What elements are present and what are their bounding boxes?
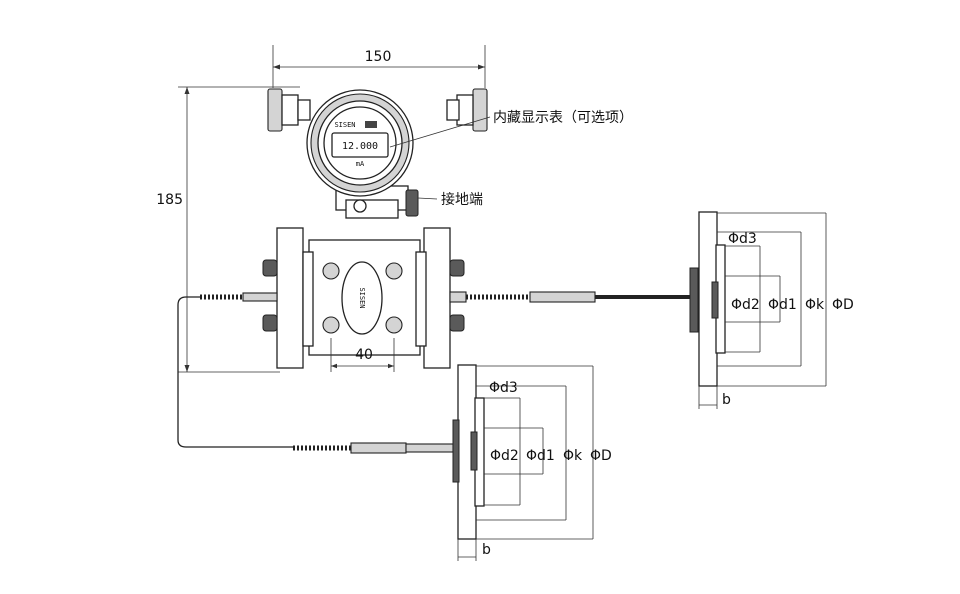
capillary-lower xyxy=(177,292,454,454)
lower-d2-label: Φd2 xyxy=(490,448,519,464)
upper-b-label: b xyxy=(722,392,731,408)
lower-D-label: ΦD xyxy=(590,448,612,464)
dimension-spacing: 40 xyxy=(330,338,395,372)
lower-d3-label: Φd3 xyxy=(489,380,518,396)
transmitter-head: SISEN 12.000 mA xyxy=(267,88,488,219)
callout-display: 内藏显示表（可选项） xyxy=(389,110,633,148)
lcd-display xyxy=(331,132,389,158)
height-label: 185 xyxy=(156,192,183,208)
upper-d1-label: Φd1 xyxy=(768,297,797,313)
lower-d1-label: Φd1 xyxy=(526,448,555,464)
lcd-unit: mA xyxy=(356,160,365,168)
capillary-upper xyxy=(449,291,694,303)
ground-callout-label: 接地端 xyxy=(441,191,483,208)
lcd-value: 12.000 xyxy=(342,141,378,152)
upper-d3-label: Φd3 xyxy=(728,231,757,247)
body-brand: SISEN xyxy=(358,287,366,308)
lower-k-label: Φk xyxy=(563,448,583,464)
display-callout-label: 内藏显示表（可选项） xyxy=(493,110,633,126)
dimension-height: 185 xyxy=(156,86,300,373)
upper-k-label: Φk xyxy=(805,297,825,313)
spacing-label: 40 xyxy=(355,347,373,363)
sensor-body: SISEN xyxy=(262,227,465,369)
lower-b-label: b xyxy=(482,542,491,558)
width-label: 150 xyxy=(365,49,392,65)
dimension-width: 150 xyxy=(272,45,486,88)
callout-ground: 接地端 xyxy=(417,191,483,208)
remote-seal-lower: Φd3 Φd2 Φd1 Φk ΦD b xyxy=(452,364,612,561)
upper-D-label: ΦD xyxy=(832,297,854,313)
upper-d2-label: Φd2 xyxy=(731,297,760,313)
brand-logo: SISEN xyxy=(334,121,355,129)
remote-seal-upper: Φd3 Φd2 Φd1 Φk ΦD b xyxy=(689,211,854,409)
